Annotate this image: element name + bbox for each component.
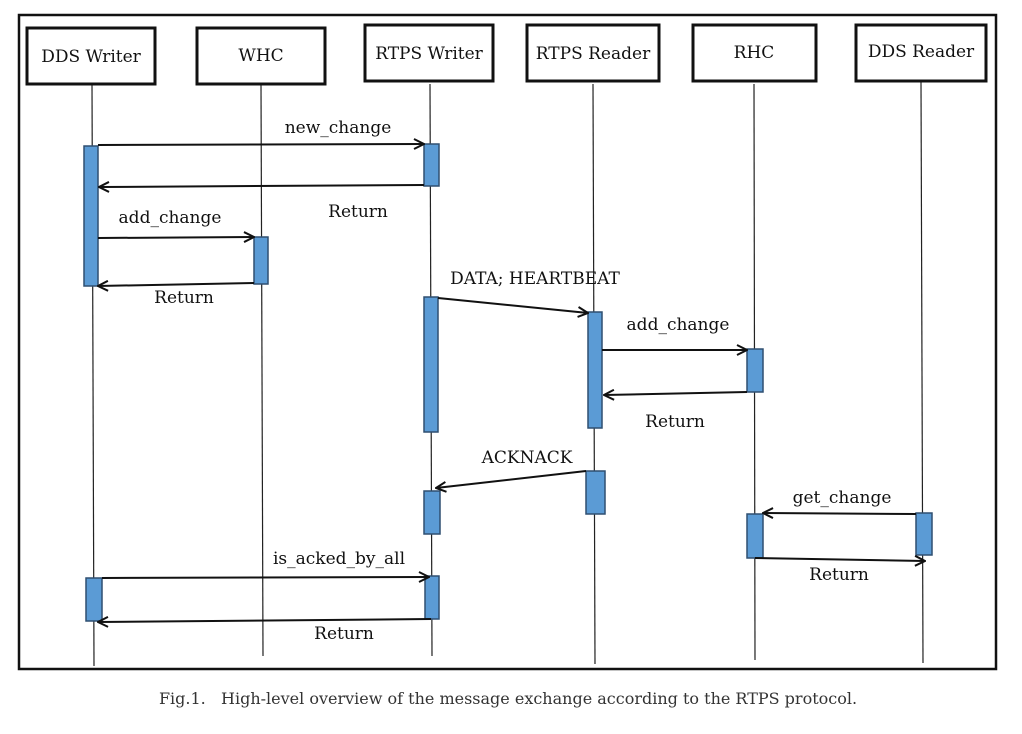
message-return: Return — [99, 185, 425, 222]
message-data-heartbeat: DATA; HEARTBEAT — [437, 269, 621, 313]
participant-rtps-writer: RTPS Writer — [363, 23, 495, 83]
message-label: DATA; HEARTBEAT — [450, 269, 620, 289]
lifeline-dds-reader — [920, 81, 924, 664]
participant-label: RHC — [734, 43, 775, 63]
participant-label: DDS Reader — [868, 42, 975, 62]
activation-bar — [746, 513, 764, 559]
message-label: Return — [645, 412, 705, 432]
message-acknack: ACKNACK — [436, 448, 587, 488]
message-label: Return — [314, 624, 374, 644]
message-label: add_change — [627, 315, 730, 335]
message-return: Return — [604, 392, 748, 432]
activation-bar — [423, 490, 441, 535]
activation-bar — [915, 512, 933, 556]
message-label: Return — [809, 565, 869, 585]
message-add-change: add_change — [97, 208, 254, 238]
message-return: Return — [754, 558, 925, 585]
lifeline-whc — [260, 83, 264, 657]
message-is-acked-by-all: is_acked_by_all — [101, 549, 429, 578]
message-new-change: new_change — [97, 118, 424, 145]
message-label: ACKNACK — [481, 448, 573, 468]
participant-label: RTPS Reader — [536, 44, 651, 64]
activation-bar — [85, 577, 103, 622]
message-label: get_change — [793, 488, 892, 508]
activation-bar — [423, 143, 440, 187]
message-label: Return — [154, 288, 214, 308]
participant-dds-reader: DDS Reader — [854, 23, 988, 83]
message-get-change: get_change — [763, 488, 917, 514]
activation-bar — [585, 470, 606, 515]
participant-label: WHC — [238, 46, 283, 66]
activation-bar — [253, 236, 269, 285]
message-label: Return — [328, 202, 388, 222]
participant-label: DDS Writer — [41, 47, 141, 67]
figure-caption: Fig.1. High-level overview of the messag… — [159, 689, 857, 708]
message-return: Return — [98, 619, 432, 644]
message-add-change: add_change — [602, 315, 747, 350]
activation-bar — [587, 311, 603, 429]
message-return: Return — [98, 283, 255, 308]
message-label: add_change — [119, 208, 222, 228]
participant-dds-writer: DDS Writer — [25, 26, 157, 86]
participant-rhc: RHC — [691, 23, 818, 83]
participant-rtps-reader: RTPS Reader — [525, 23, 661, 83]
diagram-frame — [17, 13, 998, 671]
participant-label: RTPS Writer — [375, 44, 483, 64]
activation-bar — [424, 575, 440, 620]
message-label: is_acked_by_all — [273, 549, 405, 569]
activation-bar — [746, 348, 764, 393]
activation-bar — [423, 296, 439, 433]
activation-bar — [83, 145, 99, 287]
message-label: new_change — [285, 118, 392, 138]
participant-whc: WHC — [195, 26, 327, 86]
